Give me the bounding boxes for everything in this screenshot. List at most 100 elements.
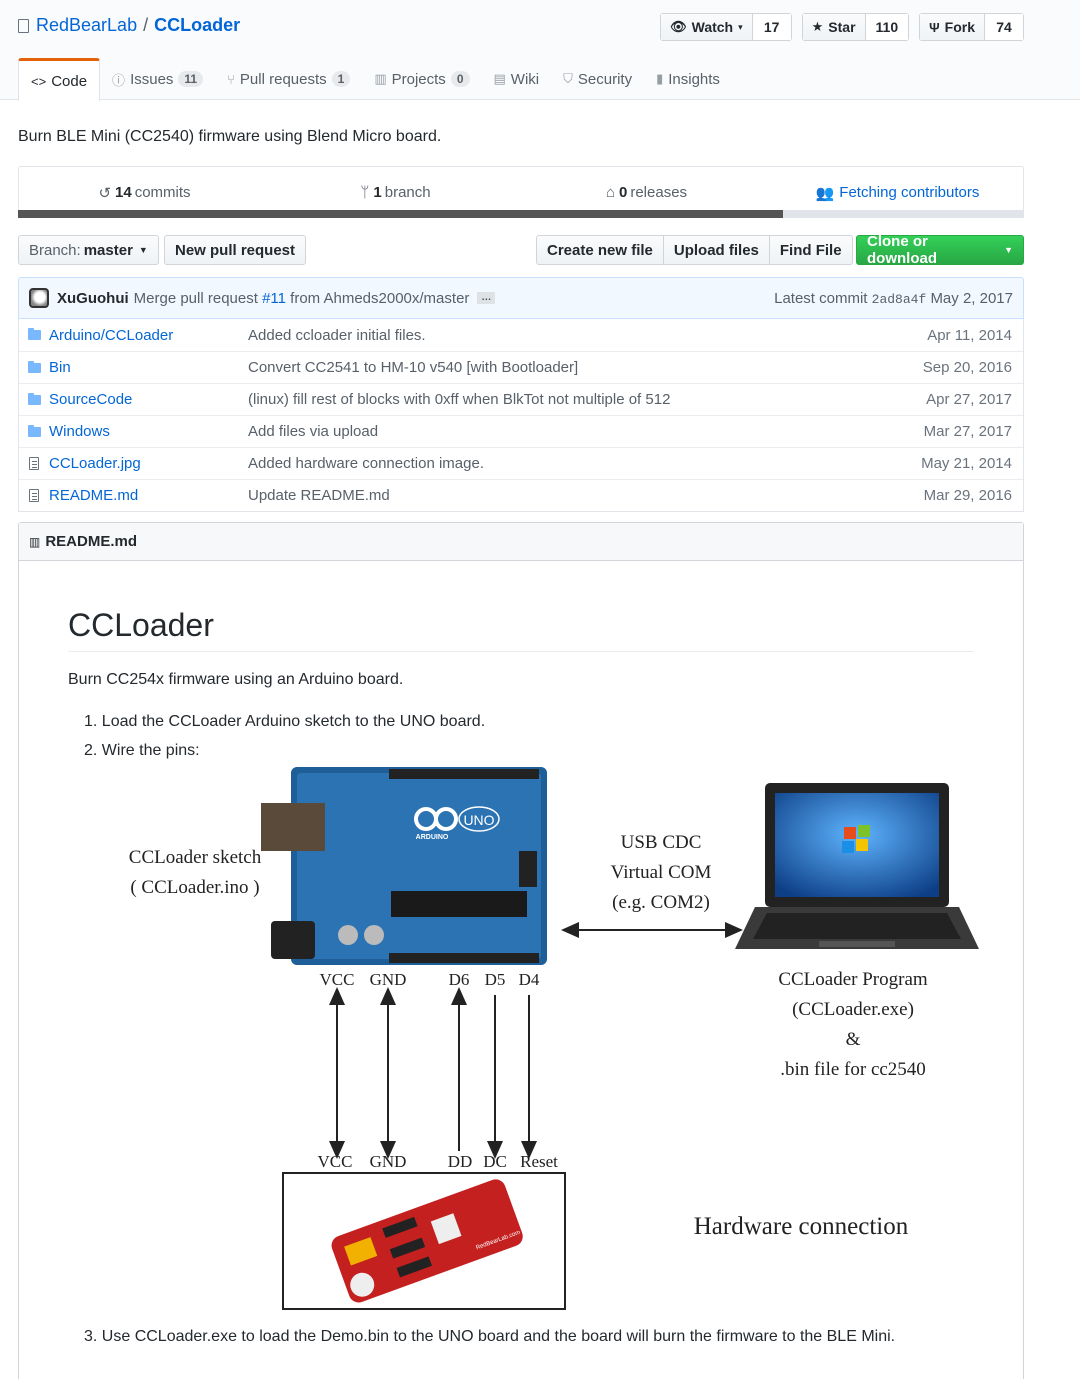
- file-actions-group: Create new file Upload files Find File: [536, 235, 853, 265]
- pin-wires: [329, 987, 537, 1159]
- ble-mini-frame: [282, 1172, 566, 1310]
- file-name-link[interactable]: Arduino/CCLoader: [49, 326, 174, 344]
- star-button[interactable]: ★ Star: [802, 14, 866, 40]
- commit-meta: Latest commit 2ad8a4f May 2, 2017: [774, 290, 1013, 307]
- watch-count[interactable]: 17: [752, 14, 791, 40]
- star-label: Star: [828, 19, 856, 35]
- file-name-link[interactable]: Windows: [49, 423, 110, 440]
- usb-label-line1: USB CDC: [621, 832, 702, 853]
- readme-header: ▥ README.md: [19, 523, 1023, 561]
- contributors-link[interactable]: 👥 Fetching contributors: [772, 167, 1023, 218]
- commits-count: 14: [115, 184, 132, 201]
- language-bar[interactable]: [18, 210, 1024, 218]
- code-icon: <>: [31, 73, 47, 89]
- tab-security[interactable]: ⛉ Security: [551, 58, 644, 100]
- fork-label: Fork: [944, 19, 975, 35]
- star-button-group: ★ Star 110: [801, 13, 910, 41]
- tab-insights[interactable]: ▮ Insights: [644, 58, 732, 100]
- releases-link[interactable]: ⌂ 0 releases: [521, 167, 772, 218]
- repo-separator: /: [143, 15, 149, 35]
- repo-owner-link[interactable]: RedBearLab: [36, 15, 138, 35]
- fork-button-group: Ψ Fork 74: [919, 13, 1024, 41]
- commit-pr-link[interactable]: #11: [262, 289, 286, 307]
- uno-logo: UNO: [463, 812, 494, 828]
- fork-count[interactable]: 74: [985, 14, 1023, 40]
- star-icon: ★: [811, 19, 824, 34]
- fork-icon: Ψ: [929, 19, 940, 35]
- branch-label: branch: [384, 184, 431, 201]
- table-row: SourceCode (linux) fill rest of blocks wi…: [19, 383, 1023, 415]
- fork-button[interactable]: Ψ Fork: [920, 14, 985, 40]
- watch-button[interactable]: 👁 Watch ▾: [661, 14, 753, 40]
- branch-select-button[interactable]: Branch: master ▼: [18, 235, 159, 265]
- star-count[interactable]: 110: [865, 14, 909, 40]
- pin-label-top: D5: [485, 970, 506, 989]
- repo-description: Burn BLE Mini (CC2540) firmware using Bl…: [18, 128, 442, 145]
- commit-date: May 2, 2017: [930, 289, 1013, 307]
- latest-commit: XuGuohui Merge pull request #11 from Ahm…: [18, 277, 1024, 319]
- readme-title: CCLoader: [68, 607, 214, 643]
- commit-message-prefix: Merge pull request: [133, 289, 258, 307]
- row-icon: [19, 360, 49, 373]
- files-table: Arduino/CCLoader Added ccloader initial f…: [18, 319, 1024, 512]
- table-row: Bin Convert CC2541 to HM-10 v540 [with Bo…: [19, 351, 1023, 383]
- row-icon: [19, 424, 49, 437]
- file-age: Mar 27, 2017: [923, 423, 1012, 440]
- tab-pull-requests[interactable]: ⑂ Pull requests 1: [215, 58, 362, 100]
- file-age: Apr 27, 2017: [926, 391, 1012, 408]
- create-new-file-button[interactable]: Create new file: [536, 235, 664, 265]
- tab-code[interactable]: <> Code: [18, 58, 101, 101]
- file-commit-message[interactable]: Add files via upload: [248, 423, 379, 440]
- new-pull-request-button[interactable]: New pull request: [164, 235, 307, 265]
- find-file-button[interactable]: Find File: [768, 235, 853, 265]
- commit-sha[interactable]: 2ad8a4f: [871, 291, 927, 307]
- file-commit-message[interactable]: Convert CC2541 to HM-10 v540 [with Bootl…: [248, 359, 579, 376]
- file-commit-message[interactable]: Update README.md: [248, 487, 390, 504]
- pin-label-bottom: VCC: [318, 1152, 353, 1171]
- file-name-link[interactable]: Bin: [49, 359, 71, 376]
- issues-counter: 11: [178, 71, 204, 87]
- file-commit-message[interactable]: Added hardware connection image.: [248, 455, 484, 472]
- table-row: Windows Add files via upload Mar 27, 2017: [19, 415, 1023, 447]
- tag-icon: ⌂: [605, 184, 615, 201]
- branch-count: 1: [373, 184, 382, 201]
- contributors-label: Fetching contributors: [839, 184, 980, 201]
- row-icon: [19, 328, 49, 340]
- avatar[interactable]: [29, 288, 49, 308]
- file-name-link[interactable]: SourceCode: [49, 391, 133, 408]
- file-age: Mar 29, 2016: [923, 487, 1012, 504]
- tab-issues[interactable]: ⓘ Issues 11: [100, 58, 215, 100]
- clone-download-button[interactable]: Clone or download ▼: [856, 233, 1024, 267]
- watch-label: Watch: [691, 19, 734, 35]
- commits-link[interactable]: ↺ 14 commits: [19, 167, 270, 218]
- language-bar-fill: [18, 210, 783, 218]
- commit-author[interactable]: XuGuohui: [57, 289, 129, 307]
- branch-icon: ᛘ: [360, 184, 370, 201]
- tab-projects[interactable]: ▥ Projects 0: [362, 58, 481, 100]
- chevron-down-icon: ▾: [738, 21, 743, 32]
- tab-wiki[interactable]: ▤ Wiki: [482, 58, 552, 100]
- file-age: May 21, 2014: [921, 455, 1012, 472]
- folder-icon: [27, 424, 41, 437]
- repo-nav: <> Code ⓘ Issues 11 ⑂ Pull requests 1 ▥ …: [18, 58, 732, 101]
- title-divider: [68, 651, 974, 652]
- branches-link[interactable]: ᛘ 1 branch: [270, 167, 521, 218]
- file-commit-message[interactable]: (linux) fill rest of blocks with 0xff wh…: [248, 391, 671, 408]
- upload-files-button[interactable]: Upload files: [662, 235, 770, 265]
- commit-message[interactable]: Merge pull request #11 from Ahmeds2000x/…: [134, 290, 470, 307]
- usb-label-line3: (e.g. COM2): [612, 892, 710, 913]
- repo-name-link[interactable]: CCLoader: [154, 15, 241, 35]
- branch-prefix: Branch:: [29, 241, 81, 259]
- file-navigation: Branch: master ▼ New pull request Create…: [18, 233, 1024, 267]
- clone-label: Clone or download: [867, 233, 937, 267]
- releases-count: 0: [619, 184, 628, 201]
- file-name-link[interactable]: CCLoader.jpg: [49, 455, 141, 472]
- file-name-link[interactable]: README.md: [49, 487, 139, 504]
- file-commit-message[interactable]: Added ccloader initial files.: [248, 326, 426, 344]
- chevron-down-icon: ▼: [138, 245, 148, 255]
- book-icon: ▤: [493, 71, 506, 86]
- folder-icon: [27, 392, 41, 405]
- tab-code-label: Code: [51, 72, 88, 90]
- expand-commit-button[interactable]: …: [477, 292, 496, 304]
